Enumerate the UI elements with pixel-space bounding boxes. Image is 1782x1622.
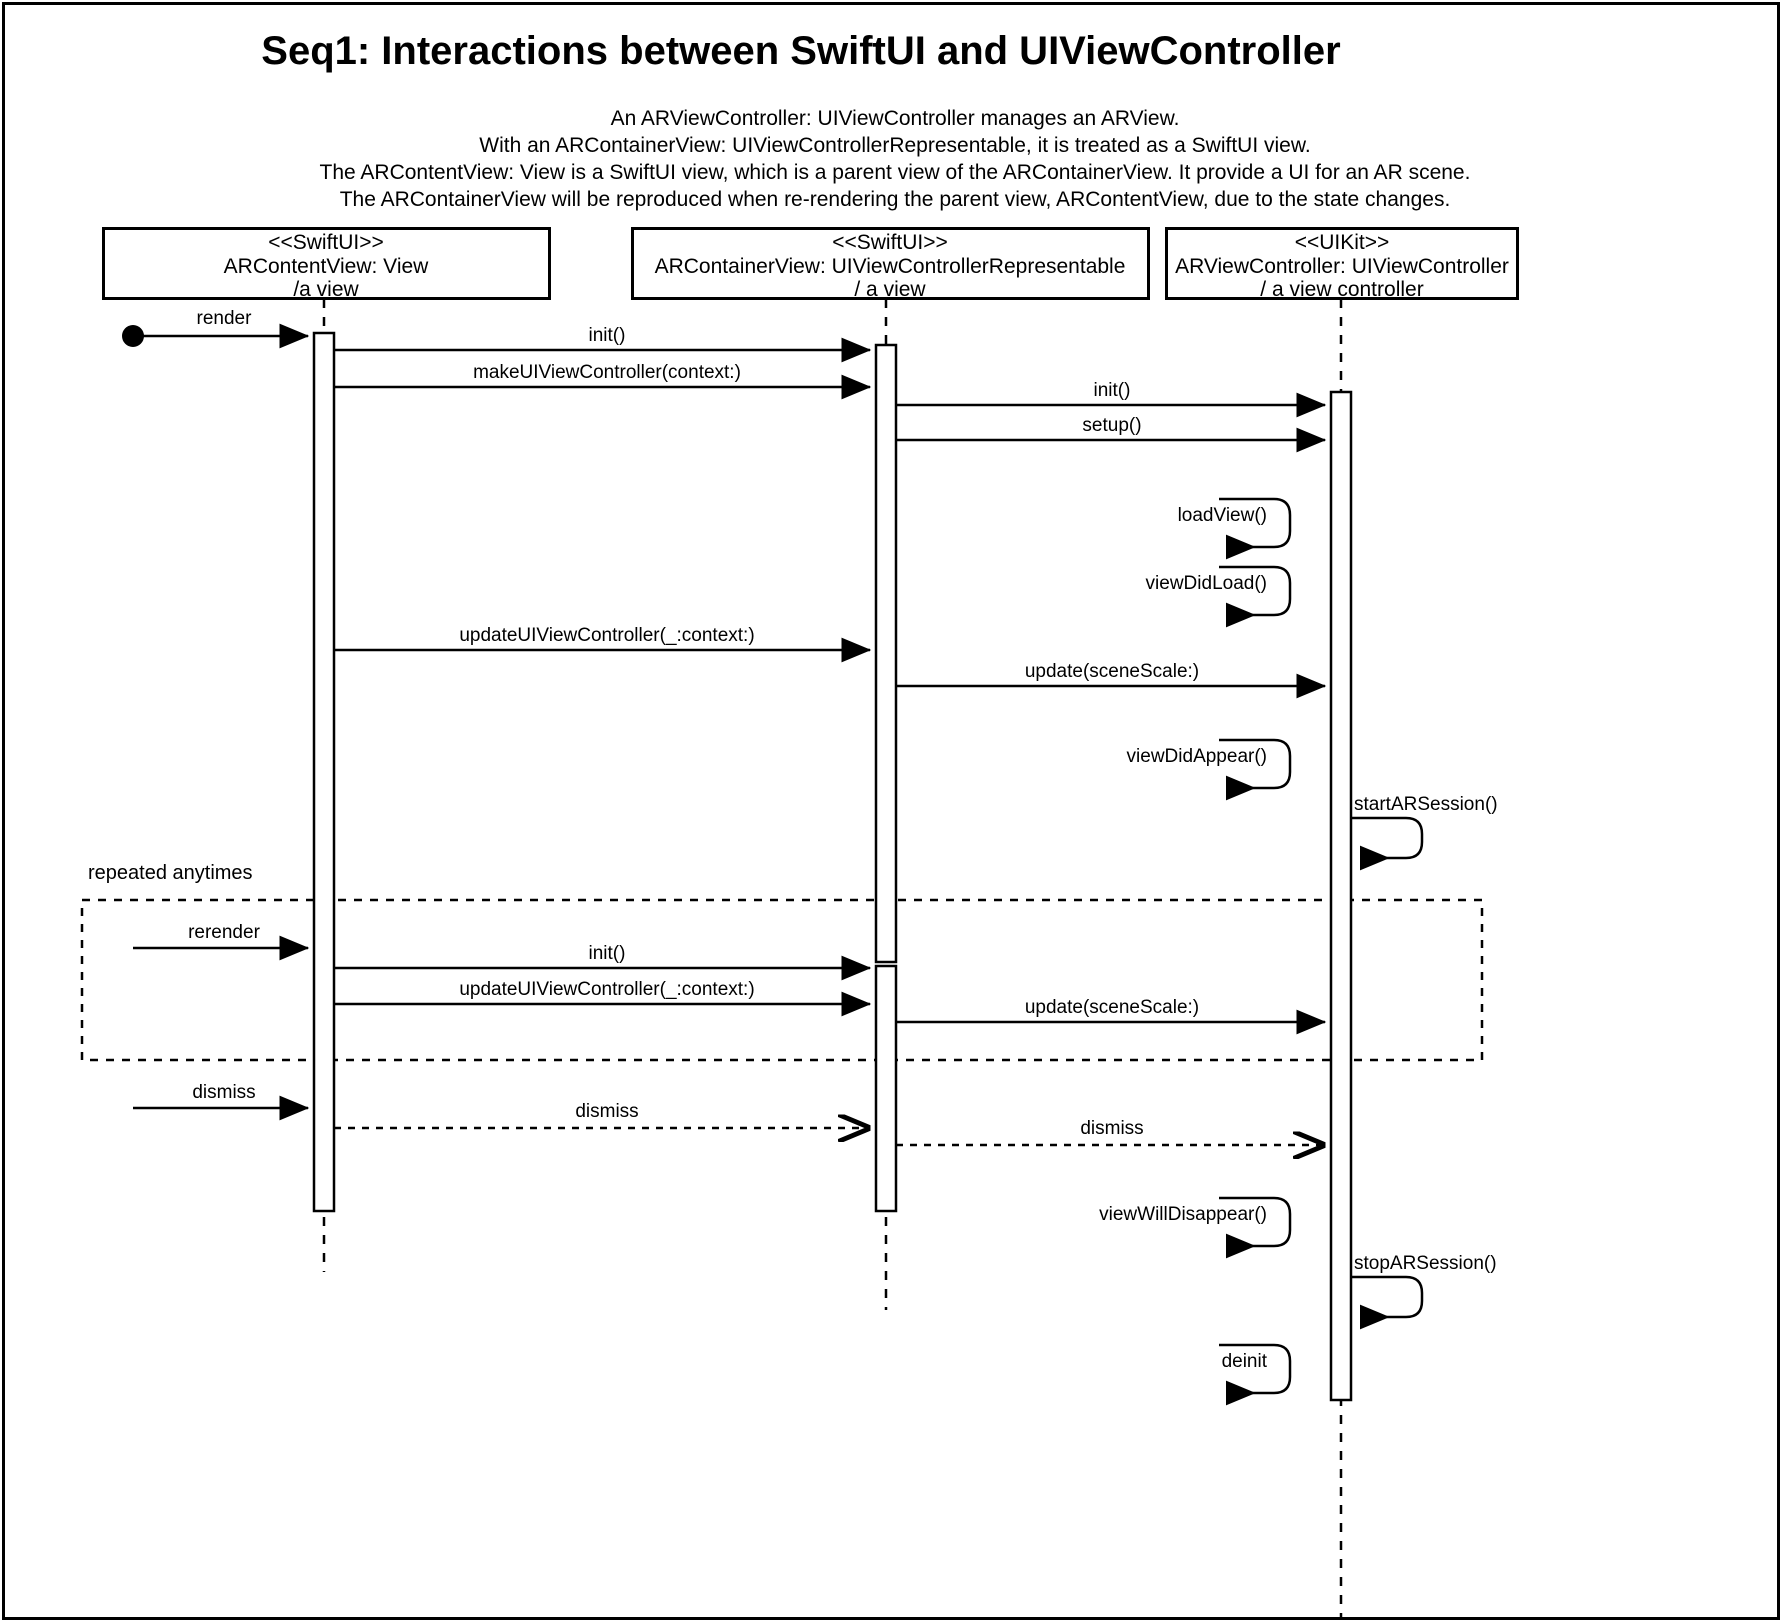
participant-box-arcontainerview bbox=[631, 227, 1150, 300]
activation-arcontainerview-2 bbox=[874, 964, 898, 1213]
description-line-3: The ARContentView: View is a SwiftUI vie… bbox=[320, 161, 1471, 184]
message-setup-label: setup() bbox=[1082, 415, 1141, 436]
participant-name-arcontainerview: ARContainerView: UIViewControllerReprese… bbox=[655, 255, 1126, 278]
message-stoparsession-label: stopARSession() bbox=[1354, 1253, 1497, 1274]
message-updateuiviewcontroller-2-label: updateUIViewController(_:context:) bbox=[459, 979, 754, 1000]
message-startarsession-label: startARSession() bbox=[1354, 794, 1498, 815]
message-viewdidload-arrow bbox=[1219, 565, 1292, 628]
participant-name-arviewcontroller: ARViewController: UIViewController bbox=[1175, 255, 1509, 278]
message-updatescenescale-1-label: update(sceneScale:) bbox=[1025, 661, 1199, 682]
page-title: Seq1: Interactions between SwiftUI and U… bbox=[261, 29, 1340, 73]
message-viewdidload-label: viewDidLoad() bbox=[1146, 573, 1267, 594]
message-loadview-label: loadView() bbox=[1178, 505, 1267, 526]
message-viewwilldisappear-arrow bbox=[1219, 1196, 1292, 1259]
activation-arviewcontroller bbox=[1329, 390, 1353, 1402]
activation-arcontainerview-1 bbox=[874, 343, 898, 964]
message-init-2-label: init() bbox=[1094, 380, 1131, 401]
description-line-4: The ARContainerView will be reproduced w… bbox=[340, 188, 1451, 211]
message-updatescenescale-2-label: update(sceneScale:) bbox=[1025, 997, 1199, 1018]
participant-arviewcontroller[interactable]: <<UIKit>> ARViewController: UIViewContro… bbox=[1165, 227, 1519, 302]
participant-arcontentview[interactable]: <<SwiftUI>> ARContentView: View /a view bbox=[102, 227, 551, 302]
participant-role-arcontentview: /a view bbox=[293, 278, 359, 301]
message-viewwilldisappear-label: viewWillDisappear() bbox=[1099, 1204, 1267, 1225]
message-deinit-label: deinit bbox=[1222, 1351, 1268, 1372]
description-line-2: With an ARContainerView: UIViewControlle… bbox=[479, 134, 1310, 157]
message-loadview-arrow bbox=[1219, 497, 1292, 560]
description-line-1: An ARViewController: UIViewController ma… bbox=[611, 107, 1180, 130]
message-viewdidappear-label: viewDidAppear() bbox=[1127, 746, 1267, 767]
message-startarsession-arrow bbox=[1351, 816, 1424, 871]
participant-box-arcontentview bbox=[102, 227, 551, 300]
loop-frame-label: repeated anytimes bbox=[88, 862, 253, 884]
participant-stereotype-arviewcontroller: <<UIKit>> bbox=[1295, 231, 1390, 254]
message-stoparsession-arrow bbox=[1351, 1275, 1424, 1330]
message-dismiss-3-label: dismiss bbox=[1080, 1118, 1143, 1139]
message-deinit-arrow bbox=[1219, 1343, 1292, 1406]
participant-stereotype-arcontainerview: <<SwiftUI>> bbox=[832, 231, 948, 254]
activation-arcontentview bbox=[312, 331, 336, 1213]
participant-role-arcontainerview: / a view bbox=[854, 278, 926, 301]
participant-arcontainerview[interactable]: <<SwiftUI>> ARContainerView: UIViewContr… bbox=[631, 227, 1150, 302]
participant-stereotype-arcontentview: <<SwiftUI>> bbox=[268, 231, 384, 254]
participant-box-arviewcontroller bbox=[1165, 227, 1519, 300]
message-makeuiviewcontroller-label: makeUIViewController(context:) bbox=[473, 362, 741, 383]
message-rerender-label: rerender bbox=[188, 922, 260, 943]
message-init-1-label: init() bbox=[589, 325, 626, 346]
message-viewdidappear-arrow bbox=[1219, 738, 1292, 801]
message-updateuiviewcontroller-1-label: updateUIViewController(_:context:) bbox=[459, 625, 754, 646]
message-render-label: render bbox=[197, 308, 253, 329]
participant-name-arcontentview: ARContentView: View bbox=[224, 255, 430, 278]
message-dismiss-2-label: dismiss bbox=[575, 1101, 638, 1122]
message-init-3-label: init() bbox=[589, 943, 626, 964]
message-dismiss-1-label: dismiss bbox=[192, 1082, 255, 1103]
loop-frame-box bbox=[80, 898, 1484, 1062]
participant-role-arviewcontroller: / a view controller bbox=[1260, 278, 1423, 301]
